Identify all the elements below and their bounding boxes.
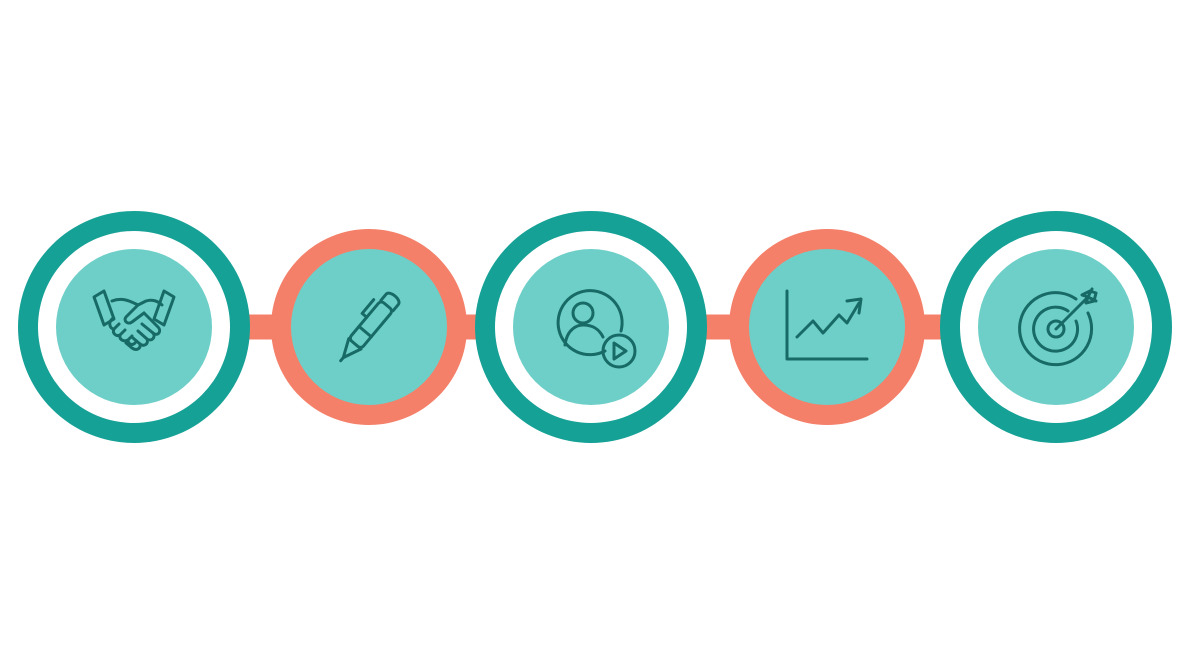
step-1-inner-disc	[56, 249, 212, 405]
user-video-icon	[556, 289, 637, 369]
step-3-node	[475, 211, 707, 443]
step-2-inner-disc	[291, 249, 447, 405]
step-1-node	[18, 211, 250, 443]
step-5-node	[940, 211, 1172, 443]
step-2-node	[271, 229, 467, 425]
target-icon	[1018, 287, 1098, 367]
growth-chart-icon	[785, 289, 869, 361]
handshake-icon	[92, 289, 176, 351]
step-4-node	[729, 229, 925, 425]
pen-icon	[339, 291, 401, 363]
